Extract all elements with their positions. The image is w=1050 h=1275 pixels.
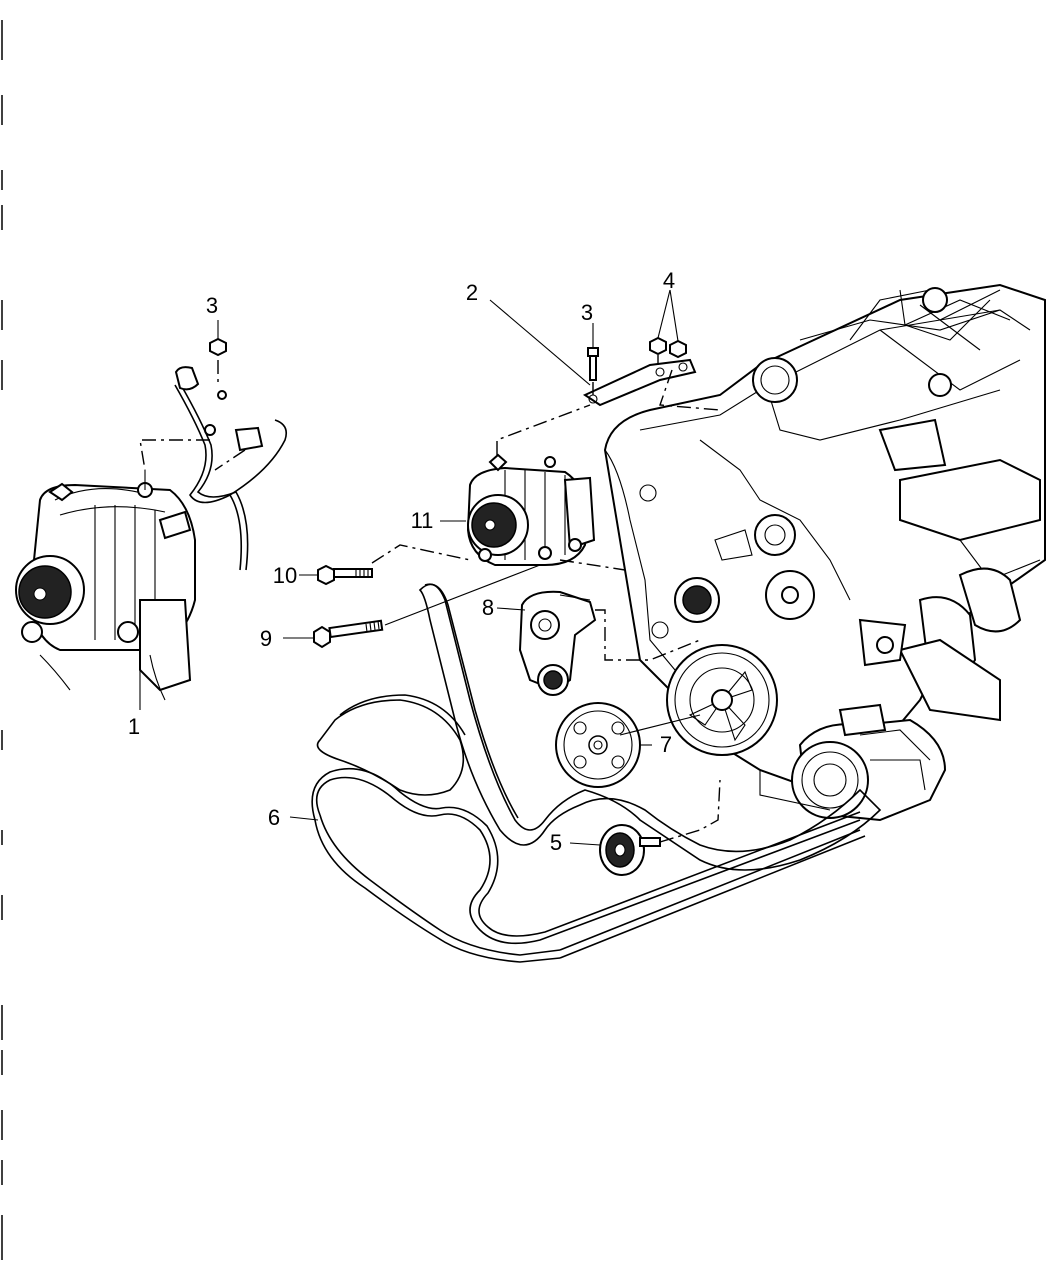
bolt-3-engine <box>587 347 599 395</box>
nut-4-b <box>669 339 687 359</box>
callout-8: 8 <box>482 595 494 620</box>
callout-6: 6 <box>268 805 280 830</box>
tensioner-8 <box>518 590 701 696</box>
alternator-11 <box>466 404 626 571</box>
callout-5: 5 <box>550 830 562 855</box>
callout-2: 2 <box>466 280 478 305</box>
callout-10: 10 <box>273 563 297 588</box>
leader-lines <box>139 289 679 846</box>
bolt-9 <box>313 564 541 649</box>
nut-4-a <box>649 336 667 365</box>
callout-7: 7 <box>660 732 672 757</box>
callout-4: 4 <box>663 268 675 293</box>
pulley-5 <box>599 779 721 876</box>
callout-9: 9 <box>260 626 272 651</box>
alternator-assembly-left <box>15 470 196 701</box>
pulley-7 <box>555 702 701 788</box>
callout-11: 11 <box>411 508 434 533</box>
bolt-10 <box>317 544 471 586</box>
engine-assembly <box>603 283 1046 822</box>
callout-3-left: 3 <box>206 293 218 318</box>
callout-1: 1 <box>128 714 140 739</box>
wiring-harness <box>139 360 288 571</box>
callout-3-engine: 3 <box>581 300 593 325</box>
nut-3-left <box>209 337 227 357</box>
callouts: 1 2 3 3 4 5 6 7 8 9 10 11 <box>128 268 675 855</box>
serpentine-belt-6 <box>311 583 882 963</box>
